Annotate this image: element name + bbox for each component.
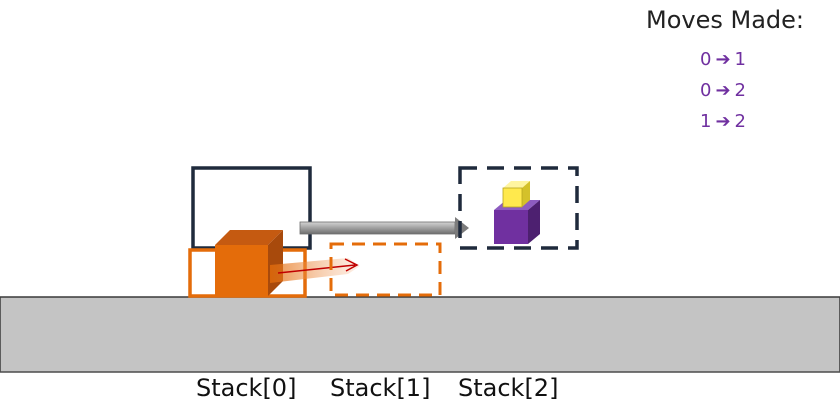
move-to: 2 — [734, 80, 746, 101]
right-arrow-icon: ➔ — [715, 49, 731, 70]
moves-made-title: Moves Made: — [646, 6, 804, 34]
grey-move-arrow — [299, 217, 469, 239]
move-from: 0 — [700, 80, 712, 101]
purple-cube — [494, 200, 540, 244]
move-entry: 0 ➔ 2 — [700, 75, 820, 106]
orange-cube — [215, 230, 283, 296]
stack-label-0: Stack[0] — [196, 374, 297, 402]
stack1-dashed-orange — [329, 242, 442, 297]
trail-arrow — [277, 258, 359, 274]
moves-list: 0 ➔ 1 0 ➔ 2 1 ➔ 2 — [700, 44, 820, 137]
move-from: 1 — [700, 111, 712, 132]
stack-label-1: Stack[1] — [330, 374, 431, 402]
yellow-cube — [502, 181, 530, 208]
move-entry: 0 ➔ 1 — [700, 44, 820, 75]
stack-label-2: Stack[2] — [458, 374, 559, 402]
stack2-dashed-outline — [458, 166, 579, 250]
floor-slab — [0, 296, 840, 373]
move-to: 1 — [734, 49, 746, 70]
right-arrow-icon: ➔ — [715, 80, 731, 101]
right-arrow-icon: ➔ — [715, 111, 731, 132]
move-entry: 1 ➔ 2 — [700, 106, 820, 137]
move-to: 2 — [734, 111, 746, 132]
move-trail — [270, 258, 360, 283]
move-from: 0 — [700, 49, 712, 70]
